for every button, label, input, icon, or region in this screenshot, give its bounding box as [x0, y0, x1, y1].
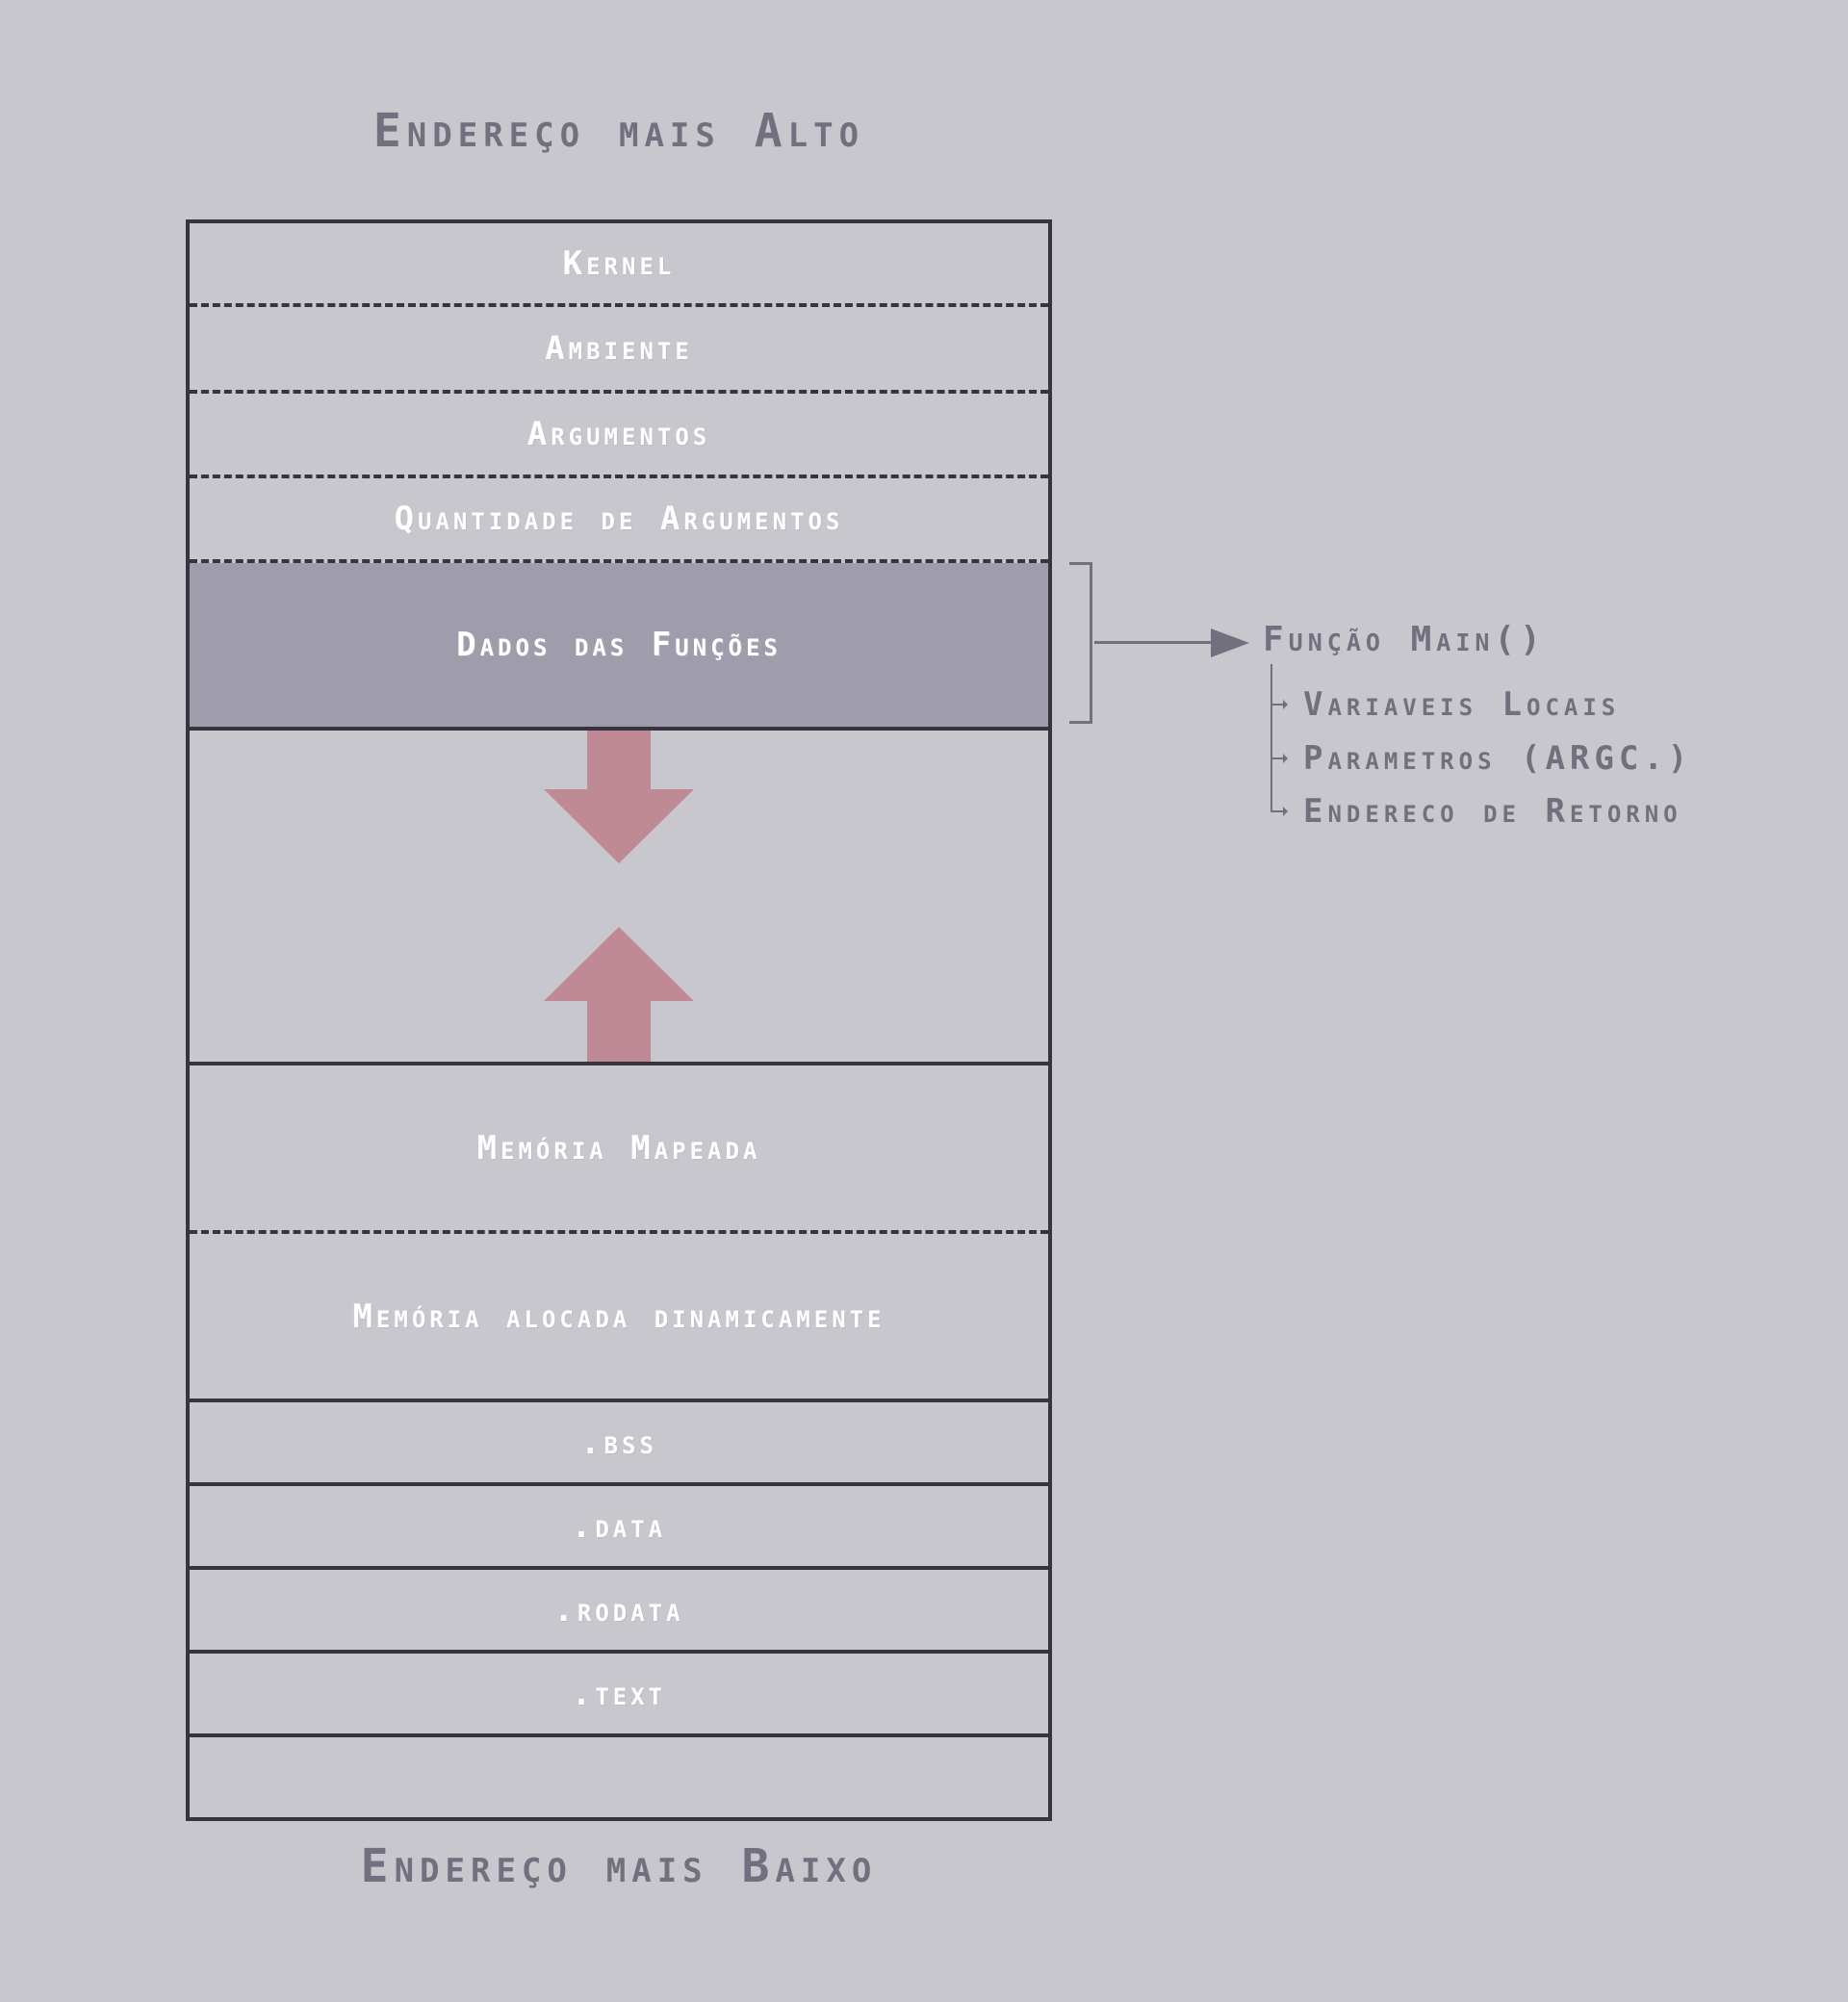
segment-label: .data	[571, 1506, 667, 1546]
segment-label: Quantidade de Argumentos	[394, 500, 844, 538]
branch-arrow-icon	[1270, 700, 1288, 709]
heap-grow-up-arrow-icon	[544, 927, 694, 1062]
segment-label: Argumentos	[526, 415, 711, 453]
segment-label: .rodata	[553, 1590, 684, 1630]
annotation-item-local-variables: Variaveis Locais	[1270, 688, 1620, 721]
main-function-label: Função Main()	[1263, 620, 1546, 659]
stack-grow-down-arrow-icon	[544, 731, 694, 863]
segment-reserved-empty	[190, 1737, 1048, 1817]
annotation-item-return-address: Endereco de Retorno	[1270, 795, 1682, 828]
segment-label: Dados das Funções	[456, 626, 782, 664]
segment-label: Memória Mapeada	[476, 1128, 761, 1168]
segment-arguments: Argumentos	[190, 394, 1048, 478]
segment-label: Kernel	[562, 244, 676, 283]
segment-mapped-memory: Memória Mapeada	[190, 1065, 1048, 1234]
segment-free-space	[190, 731, 1048, 1065]
branch-arrow-icon	[1270, 754, 1288, 763]
memory-layout-stack: Kernel Ambiente Argumentos Quantidade de…	[186, 219, 1052, 1821]
segment-rodata: .rodata	[190, 1570, 1048, 1654]
lowest-address-label: Endereço mais Baixo	[360, 1839, 878, 1893]
segment-environment: Ambiente	[190, 307, 1048, 394]
annotation-item-label: Parametros (ARGC.)	[1303, 739, 1693, 778]
branch-arrow-icon	[1270, 807, 1288, 816]
segment-bss: .bss	[190, 1402, 1048, 1486]
segment-kernel: Kernel	[190, 223, 1048, 307]
segment-data: .data	[190, 1486, 1048, 1570]
highest-address-label: Endereço mais Alto	[372, 104, 865, 158]
annotation-arrowhead-icon	[1211, 629, 1249, 657]
function-data-bracket	[1069, 562, 1092, 724]
annotation-item-label: Variaveis Locais	[1303, 685, 1621, 724]
segment-argument-count: Quantidade de Argumentos	[190, 478, 1048, 563]
segment-text: .text	[190, 1654, 1048, 1737]
annotation-connector-line	[1094, 641, 1212, 644]
annotation-tree-line	[1270, 664, 1272, 810]
annotation-item-label: Endereco de Retorno	[1303, 792, 1682, 831]
segment-label: Memória alocada dinamicamente	[352, 1296, 886, 1336]
segment-label: Ambiente	[545, 329, 693, 368]
segment-function-data: Dados das Funções	[190, 563, 1048, 731]
segment-label: .bss	[580, 1423, 657, 1462]
annotation-item-parameters: Parametros (ARGC.)	[1270, 742, 1692, 775]
segment-heap: Memória alocada dinamicamente	[190, 1234, 1048, 1402]
segment-label: .text	[571, 1674, 667, 1713]
